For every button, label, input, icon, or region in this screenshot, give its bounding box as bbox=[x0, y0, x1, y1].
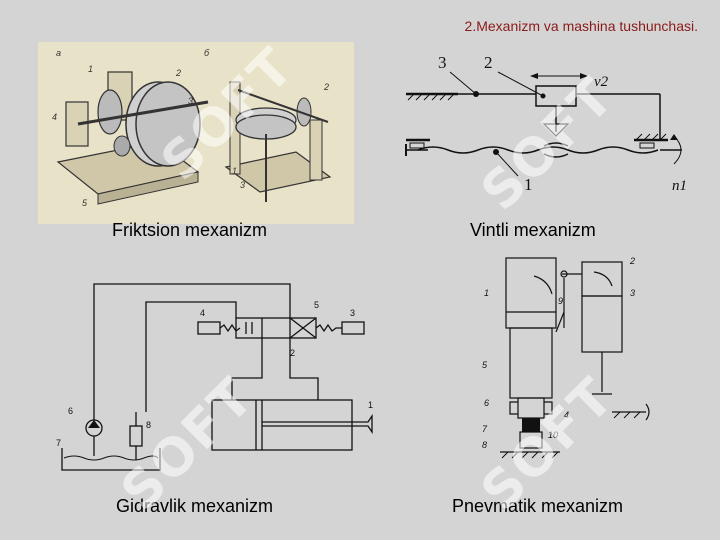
pneumatic-label: 7 bbox=[482, 424, 488, 434]
screw-label: v2 bbox=[594, 74, 609, 90]
hydraulic-label: 1 bbox=[368, 400, 373, 410]
pneumatic-label: 10 bbox=[548, 430, 558, 440]
friction-label: 1 bbox=[232, 166, 237, 176]
pneumatic-label: 8 bbox=[482, 440, 487, 450]
friction-label: 4 bbox=[52, 112, 57, 122]
hydraulic-label: 7 bbox=[56, 438, 61, 448]
screw-label: n1 bbox=[672, 178, 687, 194]
hydraulic-label: 4 bbox=[200, 308, 205, 318]
friction-label: 2 bbox=[175, 68, 181, 78]
pneumatic-mechanism-figure: 1 2 3 4 5 6 7 8 9 10 bbox=[470, 252, 670, 476]
hydraulic-mechanism-figure: 1 2 3 4 5 6 7 8 bbox=[50, 280, 390, 480]
screw-label: 3 bbox=[438, 53, 447, 72]
friction-label: 5 bbox=[82, 198, 88, 208]
pneumatic-label: 4 bbox=[564, 410, 569, 420]
friction-label: 3 bbox=[188, 96, 193, 106]
screw-mechanism-drawing: v2 3 2 bbox=[405, 53, 687, 194]
hydraulic-label: 5 bbox=[314, 300, 319, 310]
pneumatic-label: 3 bbox=[630, 288, 635, 298]
pneumatic-mechanism-drawing: 1 2 3 4 5 6 7 8 9 10 bbox=[482, 256, 650, 459]
slide-title: 2.Mexanizm va mashina tushunchasi. bbox=[464, 18, 698, 34]
pneumatic-label: 1 bbox=[484, 288, 489, 298]
friction-label: 3 bbox=[240, 180, 245, 190]
screw-label: 1 bbox=[524, 175, 533, 194]
screw-label: 2 bbox=[484, 53, 493, 72]
pneumatic-label: 6 bbox=[484, 398, 489, 408]
pneumatic-label: 5 bbox=[482, 360, 488, 370]
friction-mechanism-drawing: a б 1 2 3 4 5 1 2 bbox=[38, 42, 354, 224]
hydraulic-label: 2 bbox=[290, 348, 295, 358]
pneumatic-label: 2 bbox=[629, 256, 635, 266]
pneumatic-caption: Pnevmatik mexanizm bbox=[452, 496, 624, 516]
friction-label: a bbox=[56, 48, 61, 58]
pneumatic-label: 9 bbox=[558, 296, 563, 306]
screw-caption: Vintli mexanizm bbox=[470, 220, 596, 240]
hydraulic-label: 6 bbox=[68, 406, 73, 416]
hydraulic-mechanism-drawing: 1 2 3 4 5 6 7 8 bbox=[56, 283, 373, 471]
friction-label: 2 bbox=[323, 82, 329, 92]
friction-label: 1 bbox=[88, 64, 93, 74]
friction-mechanism-figure: a б 1 2 3 4 5 1 2 bbox=[38, 42, 354, 224]
friction-label: б bbox=[204, 48, 210, 58]
hydraulic-caption: Gidravlik mexanizm bbox=[116, 496, 274, 516]
friction-caption: Friktsion mexanizm bbox=[112, 220, 268, 240]
hydraulic-label: 3 bbox=[350, 308, 355, 318]
hydraulic-label: 8 bbox=[146, 420, 151, 430]
screw-mechanism-figure: v2 3 2 bbox=[398, 44, 698, 204]
